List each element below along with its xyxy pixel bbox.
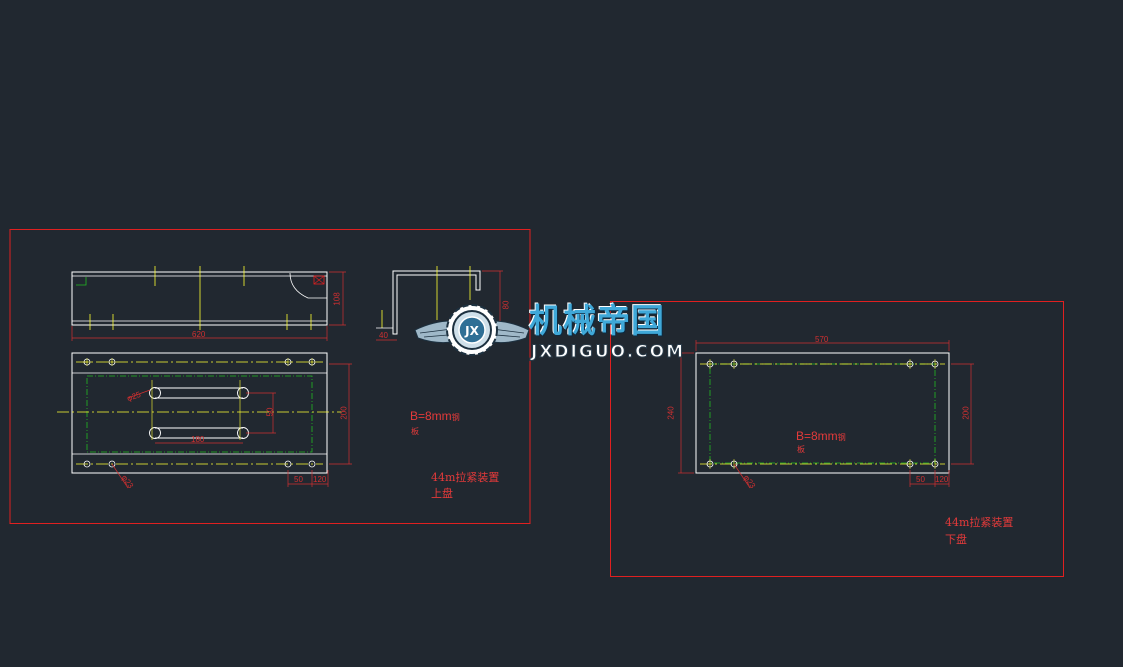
upper-title-line1: 44m拉紧装置 — [431, 471, 500, 484]
upper-dim-edge-120: 120 — [313, 475, 327, 484]
watermark-name-cn: 机械帝国 — [529, 301, 665, 340]
lower-note-plate: B=8mm钢 — [796, 430, 846, 442]
upper-dim-plan-width: 200 — [339, 406, 349, 420]
lower-note-plate-line2: 板 — [797, 445, 805, 454]
lower-dim-edge-50: 50 — [916, 475, 925, 484]
upper-sheet-frame — [9, 229, 531, 524]
upper-note-thickness: B=8mm — [410, 409, 452, 423]
watermark-name-en: JXDIGUO.COM — [530, 342, 686, 362]
upper-title-line2: 上盘 — [431, 487, 453, 500]
upper-plan-view — [57, 352, 352, 489]
upper-dim-bracket-width: 40 — [379, 331, 388, 340]
lower-plan-view — [678, 340, 974, 489]
upper-dim-edge-50: 50 — [294, 475, 303, 484]
lower-note-material: 钢 — [837, 433, 846, 442]
upper-note-plate-line2: 板 — [411, 427, 419, 436]
watermark-emblem — [414, 304, 530, 356]
upper-dim-side-height: 108 — [332, 292, 342, 306]
upper-dim-slot-spacing: 180 — [191, 435, 205, 444]
lower-title-line2: 下盘 — [945, 533, 967, 546]
lower-dim-right-width: 200 — [961, 406, 971, 420]
watermark-badge: JX — [464, 324, 479, 338]
upper-dim-bracket-height: 80 — [501, 300, 511, 310]
upper-note-plate: B=8mm钢 — [410, 410, 460, 422]
lower-title-line1: 44m拉紧装置 — [945, 516, 1014, 529]
lower-note-thickness: B=8mm — [796, 429, 838, 443]
upper-dim-length: 620 — [192, 330, 206, 339]
lower-dim-length: 570 — [815, 335, 829, 344]
lower-dim-edge-120: 120 — [935, 475, 949, 484]
upper-dim-slot-height: 50 — [265, 407, 275, 417]
upper-note-material: 钢 — [451, 413, 460, 422]
lower-dim-left-width: 240 — [666, 406, 676, 420]
lower-sheet-frame — [610, 301, 1064, 577]
upper-side-view — [71, 266, 346, 341]
